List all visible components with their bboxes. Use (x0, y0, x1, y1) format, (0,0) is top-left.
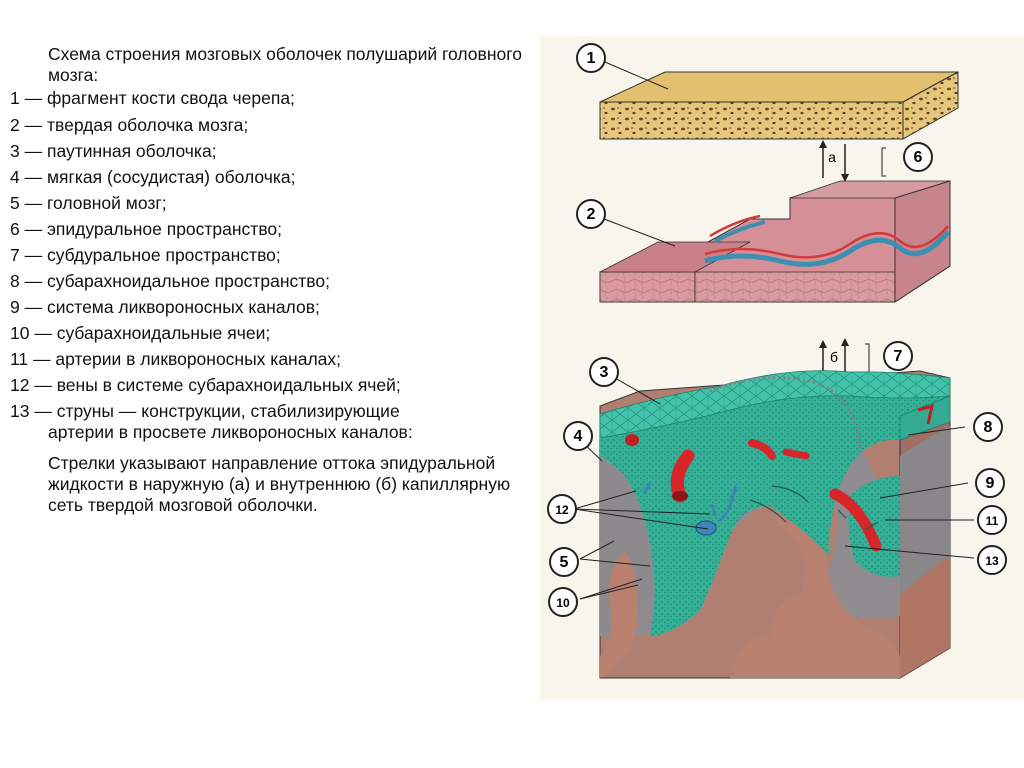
figure-label-13: 13 (977, 545, 1007, 575)
label-text: 3 (600, 364, 609, 381)
legend-text-continued: артерии в просвете ликвороносных каналов… (48, 422, 413, 442)
legend-number: 8 — (10, 271, 43, 291)
legend-item-8: 8 — субарахноидальное пространство; (10, 271, 540, 292)
label-circle (549, 547, 579, 577)
legend-item-7: 7 — субдуральное пространство; (10, 245, 540, 266)
legend-text: вены в системе субарахноидальных ячей; (56, 375, 401, 395)
legend-item-6: 6 — эпидуральное пространство; (10, 219, 540, 240)
label-text: 10 (556, 596, 570, 610)
label-circle (589, 357, 619, 387)
label-circle (975, 468, 1005, 498)
skull-bone-fragment (599, 71, 959, 140)
label-text: 7 (894, 348, 903, 365)
legend-item-11: 11 — артерии в ликвороносных каналах; (10, 349, 540, 370)
legend-text: система ликвороносных каналов; (46, 297, 320, 317)
label-text: 5 (560, 554, 569, 571)
dura-mater-block (599, 180, 951, 303)
legend-item-3: 3 — паутинная оболочка; (10, 141, 540, 162)
label-circle (548, 587, 578, 617)
legend-number: 10 — (10, 323, 52, 343)
figure-label-11: 11 (977, 505, 1007, 535)
figure-label-6: 6 (903, 142, 933, 172)
label-circle (563, 421, 593, 451)
arrows-a: а (819, 140, 886, 182)
label-circle (576, 199, 606, 229)
legend-item-13: 13 — струны — конструкции, стабилизирующ… (10, 401, 540, 443)
legend-number: 9 — (10, 297, 43, 317)
figure-label-7: 7 (883, 341, 913, 371)
figure-label-3: 3 (589, 357, 619, 387)
label-circle (977, 505, 1007, 535)
arrow-note: Стрелки указывают направление оттока эпи… (48, 453, 511, 515)
label-text: 1 (587, 50, 596, 67)
label-circle (576, 43, 606, 73)
legend-text: артерии в ликвороносных каналах; (55, 349, 342, 369)
label-circle (973, 412, 1003, 442)
figure-label-9: 9 (975, 468, 1005, 498)
figure-label-5: 5 (549, 547, 579, 577)
legend-item-9: 9 — система ликвороносных каналов; (10, 297, 540, 318)
legend-number: 12 — (10, 375, 52, 395)
label-text: 11 (986, 514, 999, 528)
meninges-diagram: а б (540, 36, 1024, 700)
legend-number: 6 — (10, 219, 43, 239)
legend-number: 11 — (10, 349, 51, 369)
legend-text: субдуральное пространство; (46, 245, 281, 265)
label-b: б (830, 349, 838, 365)
label-text: 8 (984, 419, 993, 436)
pointer-lines (573, 61, 975, 600)
legend-number: 4 — (10, 167, 43, 187)
legend-item-10: 10 — субарахноидальные ячеи; (10, 323, 540, 344)
label-circle (903, 142, 933, 172)
legend-text: струны — конструкции, стабилизирующие (56, 401, 400, 421)
label-a: а (828, 149, 836, 165)
legend-number: 2 — (10, 115, 43, 135)
figure-label-12: 12 (547, 494, 577, 524)
legend-number: 3 — (10, 141, 43, 161)
legend-text: субарахноидальное пространство; (46, 271, 330, 291)
figure-label-1: 1 (576, 43, 606, 73)
legend-item-1: 1 — фрагмент кости свода черепа; (10, 88, 540, 109)
label-text: 12 (555, 503, 569, 517)
figure-label-8: 8 (973, 412, 1003, 442)
figure-label-4: 4 (563, 421, 593, 451)
label-text: 6 (914, 149, 923, 166)
legend-item-5: 5 — головной мозг; (10, 193, 540, 214)
legend-number: 13 — (10, 401, 52, 421)
legend-number: 7 — (10, 245, 43, 265)
brain-block (599, 370, 951, 679)
label-text: 13 (985, 554, 999, 568)
label-circle (547, 494, 577, 524)
legend-text: паутинная оболочка; (46, 141, 217, 161)
legend-number: 5 — (10, 193, 43, 213)
legend-item-2: 2 — твердая оболочка мозга; (10, 115, 540, 136)
figure-title: Схема строения мозговых оболочек полушар… (48, 44, 522, 85)
legend-text: фрагмент кости свода черепа; (46, 88, 295, 108)
legend-text: мягкая (сосудистая) оболочка; (46, 167, 296, 187)
figure-label-2: 2 (576, 199, 606, 229)
legend-number: 1 — (10, 88, 43, 108)
legend-text: субарахноидальные ячеи; (56, 323, 271, 343)
label-text: 9 (986, 475, 995, 492)
legend-text: эпидуральное пространство; (46, 219, 283, 239)
label-circle (977, 545, 1007, 575)
label-text: 2 (587, 206, 596, 223)
legend-item-12: 12 — вены в системе субарахноидальных яч… (10, 375, 540, 396)
legend-text: головной мозг; (46, 193, 167, 213)
legend-text: твердая оболочка мозга; (46, 115, 249, 135)
label-circle (883, 341, 913, 371)
figure-label-10: 10 (548, 587, 578, 617)
label-text: 4 (574, 428, 583, 445)
legend-item-4: 4 — мягкая (сосудистая) оболочка; (10, 167, 540, 188)
